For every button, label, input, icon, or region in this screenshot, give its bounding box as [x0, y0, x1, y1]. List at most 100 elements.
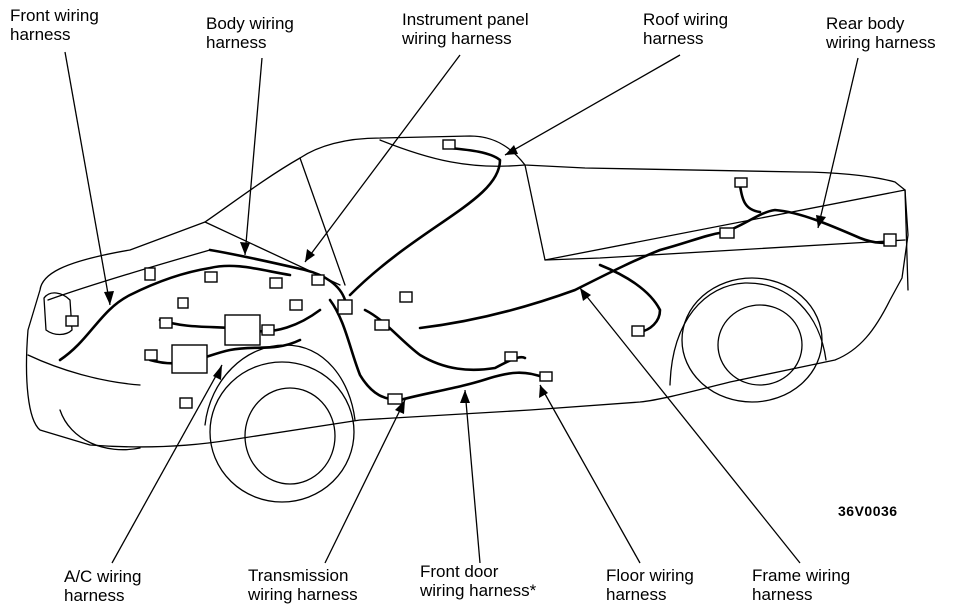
label-roof-wiring-harness: Roof wiring harness	[643, 10, 728, 48]
label-line: Transmission	[248, 566, 349, 585]
label-frame-wiring-harness: Frame wiring harness	[752, 566, 850, 604]
headlight	[43, 292, 73, 336]
label-line: wiring harness	[402, 29, 512, 48]
arrowhead	[104, 291, 114, 305]
cab-roof	[379, 139, 526, 167]
label-line: wiring harness*	[420, 581, 537, 600]
label-line: A/C wiring	[64, 567, 142, 586]
roof-harness-wire	[348, 146, 502, 297]
label-line: Body wiring	[206, 14, 294, 33]
connector	[261, 324, 275, 336]
connector	[144, 267, 156, 281]
label-body-wiring-harness: Body wiring harness	[206, 14, 294, 52]
connector	[204, 271, 218, 283]
arrowhead	[539, 385, 548, 398]
connector	[734, 177, 748, 188]
arrowhead	[213, 365, 222, 380]
rear-wheel-arch	[669, 282, 827, 386]
leader-transmission	[324, 399, 406, 564]
figure-code: 36V0036	[838, 503, 898, 519]
arrowhead	[395, 400, 405, 414]
label-line: Rear body	[826, 14, 905, 33]
connector	[442, 139, 456, 150]
frame-harness-branch	[598, 263, 662, 334]
connector	[159, 317, 173, 329]
connector	[504, 351, 518, 362]
connector	[269, 277, 283, 289]
connector	[311, 274, 325, 286]
arrowhead	[305, 249, 315, 262]
label-front-wiring-harness: Front wiring harness	[10, 6, 99, 44]
connector	[144, 349, 158, 361]
bed-side	[544, 239, 906, 261]
leader-roof-wiring	[504, 54, 681, 156]
label-line: Floor wiring	[606, 566, 694, 585]
leader-front-wiring	[64, 51, 111, 306]
rear-wheel	[681, 277, 823, 403]
arrowhead	[580, 288, 591, 301]
label-floor-wiring-harness: Floor wiring harness	[606, 566, 694, 604]
leader-floor-wiring	[539, 384, 641, 564]
connector	[631, 325, 645, 337]
connector	[179, 397, 193, 409]
instrument-harness-wire	[328, 298, 402, 402]
label-line: wiring harness	[248, 585, 358, 604]
frame-harness-wire	[418, 230, 727, 330]
connector	[719, 227, 735, 239]
rear-wheel-inner	[717, 304, 803, 386]
label-line: Frame wiring	[752, 566, 851, 585]
body-harness-wire	[208, 248, 347, 302]
relay-box	[171, 344, 208, 374]
truck-body-outline	[25, 135, 909, 448]
label-front-door-wiring-harness: Front door wiring harness*	[420, 562, 536, 600]
connector	[387, 393, 403, 405]
rear-harness-wire	[723, 208, 895, 245]
connector	[289, 299, 303, 311]
label-line: Front door	[420, 562, 499, 581]
label-line: harness	[206, 33, 267, 52]
label-line: Roof wiring	[643, 10, 729, 29]
connector	[539, 371, 553, 382]
label-line: harness	[752, 585, 813, 604]
leader-rear-body	[817, 57, 859, 229]
front-wheel-arch	[204, 344, 356, 426]
leader-instrument-panel	[304, 54, 461, 263]
bed-top	[524, 164, 906, 261]
front-wheel	[209, 361, 355, 503]
label-line: Instrument panel	[402, 10, 529, 29]
label-transmission-wiring-harness: Transmission wiring harness	[248, 566, 358, 604]
connector	[177, 297, 189, 309]
connector	[65, 315, 79, 327]
bumper	[27, 354, 141, 386]
label-rear-body-wiring-harness: Rear body wiring harness	[826, 14, 936, 52]
leader-front-door	[464, 389, 481, 564]
arrowhead	[460, 390, 470, 403]
front-harness-wire	[58, 264, 292, 362]
connector	[399, 291, 413, 303]
door-harness-wire	[363, 308, 527, 372]
label-line: wiring harness	[826, 33, 936, 52]
label-line: Front wiring	[10, 6, 99, 25]
label-line: harness	[606, 585, 667, 604]
label-line: harness	[643, 29, 704, 48]
label-line: harness	[64, 586, 125, 605]
connector	[374, 319, 390, 331]
arrowhead	[816, 215, 826, 228]
front-wheel-inner	[244, 387, 336, 485]
leader-ac-wiring	[111, 364, 223, 564]
leader-frame-wiring	[579, 287, 801, 564]
a-pillar	[299, 157, 346, 286]
arrowhead	[240, 242, 250, 255]
label-line: harness	[10, 25, 71, 44]
label-instrument-panel-wiring-harness: Instrument panel wiring harness	[402, 10, 529, 48]
relay-box	[224, 314, 261, 346]
hood-line	[47, 249, 211, 301]
floor-harness-wire	[398, 371, 547, 402]
connector	[883, 233, 897, 247]
connector	[337, 299, 353, 315]
bed-rear-edge	[904, 189, 909, 291]
rear-harness-branch	[738, 183, 762, 214]
arrowhead	[505, 145, 518, 155]
